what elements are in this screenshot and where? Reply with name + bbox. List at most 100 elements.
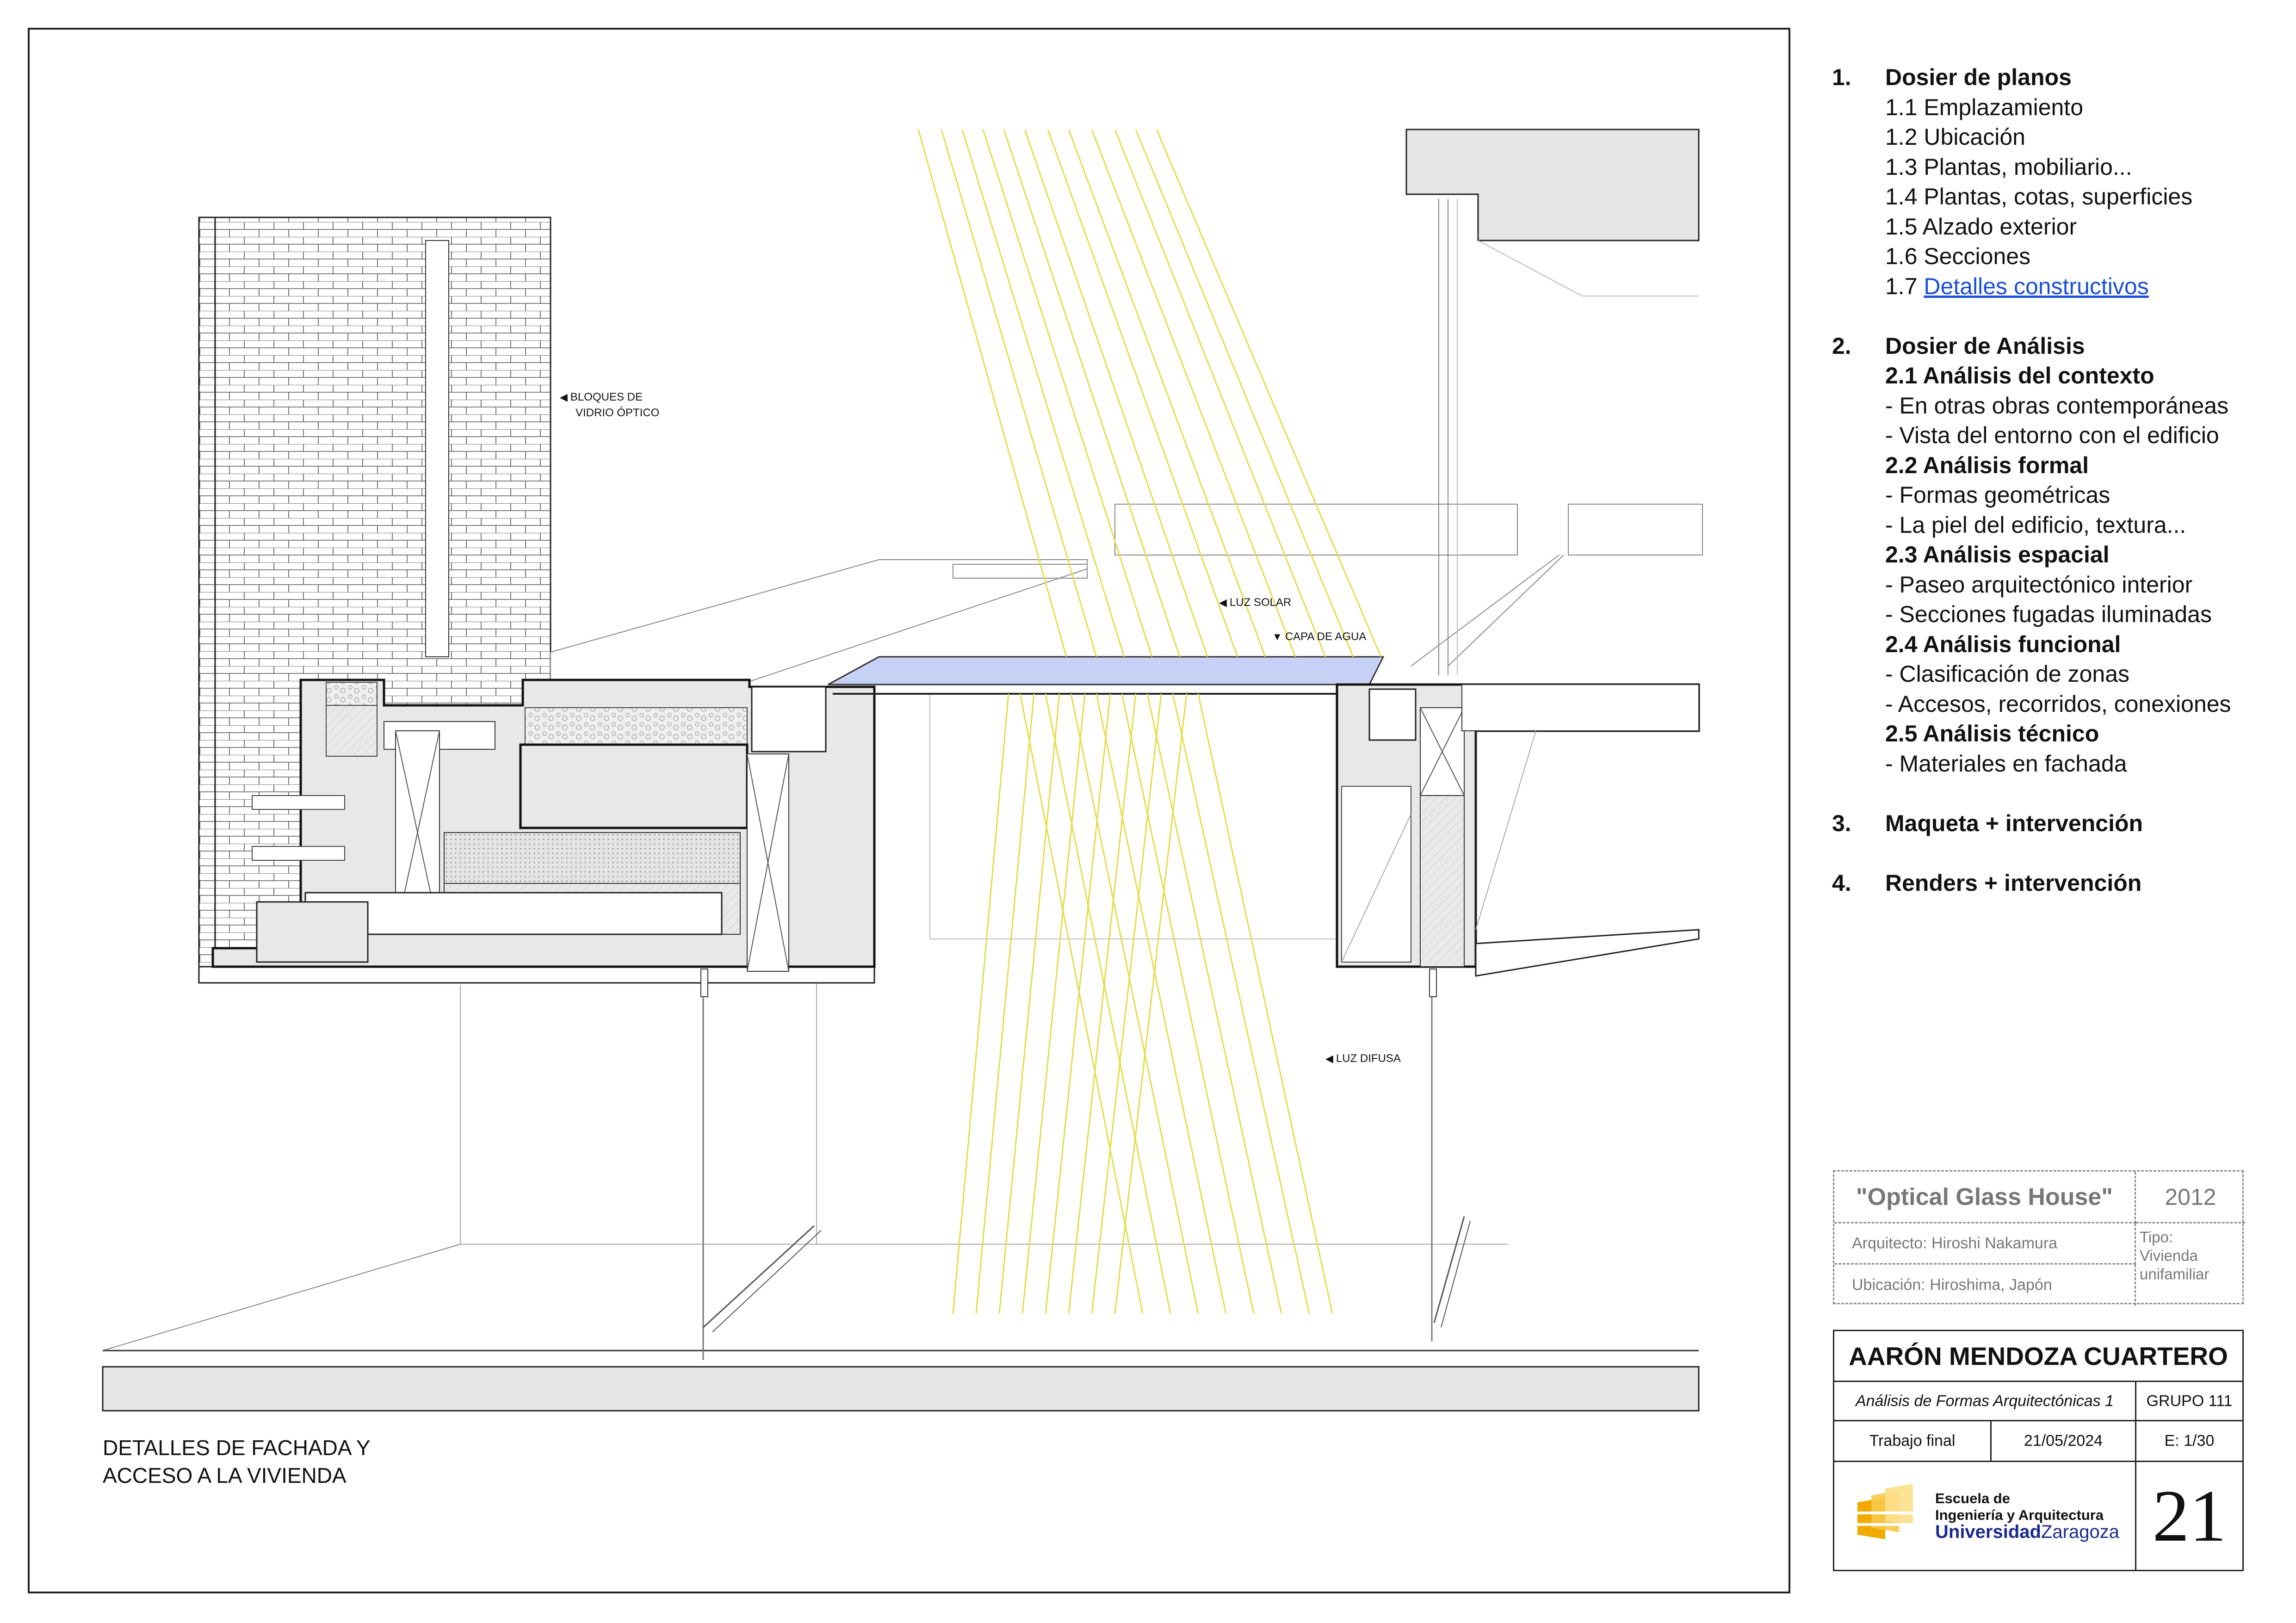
course-name: Análisis de Formas Arquitectónicas 1 [1834, 1382, 2136, 1421]
toc-subtitle: 2.1 Análisis del contexto [1885, 363, 2154, 389]
toc-item: 1.6 Secciones [1885, 243, 2031, 269]
toc-item-current: 1.7 Detalles constructivos [1885, 272, 2267, 302]
page-number: 21 [2152, 1475, 2227, 1557]
light-rays [917, 129, 1382, 1314]
toc-item: 1.3 Plantas, mobiliario... [1885, 154, 2132, 180]
toc-item: - Vista del entorno con el edificio [1885, 422, 2219, 448]
diffuse-ray [1095, 693, 1227, 1314]
diffuse-ray [1114, 693, 1188, 1314]
solar-light-text: LUZ SOLAR [1229, 596, 1292, 609]
upper-structure [1405, 129, 1700, 675]
diffuse-ray [1146, 693, 1282, 1314]
water-layer-text: CAPA DE AGUA [1285, 630, 1367, 643]
diffuse-light-text: LUZ DIFUSA [1336, 1052, 1401, 1065]
project-type-value: unifamiliar [2140, 1265, 2209, 1283]
project-type-label: Tipo: [2140, 1228, 2173, 1246]
solar-ray [917, 129, 1067, 657]
toc-number: 3. [1832, 810, 1851, 836]
toc-title: Dosier de Análisis [1885, 333, 2085, 359]
toc-number: 1. [1832, 64, 1851, 90]
ground-plane [102, 694, 1700, 1412]
toc-subtitle: 2.2 Análisis formal [1885, 452, 2089, 478]
solar-ray [961, 129, 1125, 657]
project-info-box: "Optical Glass House" 2012 Arquitecto: H… [1833, 1170, 2245, 1306]
diffuse-ray [1121, 693, 1255, 1314]
toc-section-2: 2. Dosier de Análisis 2.1 Análisis del c… [1832, 331, 2267, 779]
diffuse-ray [1070, 693, 1199, 1314]
label-water-layer: ▼CAPA DE AGUA [1272, 629, 1366, 645]
solar-ray [1068, 129, 1266, 657]
diffuse-ray [1019, 693, 1144, 1314]
toc-item: 1.4 Plantas, cotas, superficies [1885, 184, 2193, 210]
school-name-line1: Escuela de [1935, 1490, 2010, 1506]
toc-item: 1.5 Alzado exterior [1885, 213, 2077, 240]
solar-ray [1091, 129, 1296, 657]
toc-item: - La piel del edificio, textura... [1885, 512, 2186, 538]
toc-number: 4. [1832, 870, 1851, 896]
diffuse-ray [952, 693, 1009, 1314]
project-type-value: Vivienda [2140, 1247, 2198, 1264]
diffuse-ray [1045, 693, 1111, 1314]
solar-ray [1156, 129, 1382, 657]
solar-ray [1003, 129, 1181, 657]
label-glass-blocks: ◀BLOQUES DE VIDRIO ÓPTICO [560, 389, 659, 421]
university-name: Universidad [1935, 1522, 2041, 1542]
toc-item: - Clasificación de zonas [1885, 661, 2130, 687]
toc-item: - Secciones fugadas iluminadas [1885, 601, 2212, 627]
toc-title: Maqueta + intervención [1885, 810, 2143, 836]
diffuse-ray [1197, 693, 1333, 1314]
caption-line1: DETALLES DE FACHADA Y [103, 1436, 371, 1460]
toc-item: - Accesos, recorridos, conexiones [1885, 691, 2231, 717]
project-location: Ubicación: Hiroshima, Japón [1834, 1265, 2136, 1306]
eina-logo-icon [1857, 1483, 1913, 1539]
toc-subtitle: 2.4 Análisis funcional [1885, 631, 2121, 657]
glass-blocks-line1: BLOQUES DE [570, 391, 643, 403]
glass-blocks-line2: VIDRIO ÓPTICO [576, 407, 660, 419]
caption-line2: ACCESO A LA VIVIENDA [103, 1463, 347, 1487]
project-name: "Optical Glass House" [1834, 1172, 2136, 1223]
solar-ray [1135, 129, 1354, 657]
project-type: Tipo: Vivienda unifamiliar [2140, 1228, 2241, 1284]
diffuse-ray [1045, 693, 1171, 1314]
label-solar-light: ◀LUZ SOLAR [1219, 595, 1291, 611]
diffuse-ray [1091, 693, 1162, 1314]
toc-item: - Paseo arquitectónico interior [1885, 571, 2193, 598]
author-name: AARÓN MENDOZA CUARTERO [1834, 1331, 2242, 1382]
toc-item: - En otras obras contemporáneas [1885, 392, 2229, 419]
toc-title: Renders + intervención [1885, 870, 2142, 896]
arrow-left-icon: ◀ [1325, 1053, 1333, 1064]
diffuse-ray [975, 693, 1035, 1314]
toc-section-1: 1. Dosier de planos 1.1 Emplazamiento 1.… [1832, 62, 2267, 301]
toc-item-prefix: 1.7 [1885, 273, 1924, 299]
delivery-date: 21/05/2024 [1992, 1421, 2136, 1462]
diffuse-ray [1172, 693, 1310, 1314]
project-year: 2012 [2136, 1172, 2245, 1223]
toc-subtitle: 2.5 Análisis técnico [1885, 721, 2099, 747]
arrow-left-icon: ◀ [1219, 597, 1227, 608]
sheet-frame [28, 28, 1790, 1593]
detalles-constructivos-link[interactable]: Detalles constructivos [1924, 273, 2149, 299]
diffuse-ray [998, 693, 1060, 1314]
solar-ray [982, 129, 1153, 657]
drawing-caption: DETALLES DE FACHADA Y ACCESO A LA VIVIEN… [103, 1434, 371, 1489]
solar-ray [1047, 129, 1238, 657]
group-number: GRUPO 111 [2136, 1382, 2242, 1421]
diffuse-ray [1068, 693, 1137, 1314]
arrow-down-icon: ▼ [1272, 631, 1282, 642]
toc-item: - Formas geométricas [1885, 482, 2110, 508]
toc-number: 2. [1832, 333, 1851, 359]
university-city: Zaragoza [2041, 1522, 2119, 1542]
project-architect: Arquitecto: Hiroshi Nakamura [1834, 1223, 2136, 1265]
right-section [1336, 683, 1700, 997]
solar-ray [941, 129, 1097, 657]
diffuse-ray [1021, 693, 1086, 1314]
toc-item: 1.2 Ubicación [1885, 124, 2025, 150]
toc-item: - Materiales en fachada [1885, 750, 2127, 777]
university-logo: Escuela de Ingeniería y Arquitectura Uni… [1834, 1462, 2136, 1570]
toc-section-4: 4. Renders + intervención [1832, 868, 2267, 898]
solar-ray [1114, 129, 1326, 657]
title-block: AARÓN MENDOZA CUARTERO Análisis de Forma… [1833, 1330, 2244, 1571]
drawing-scale: E: 1/30 [2136, 1421, 2242, 1462]
solar-ray [1024, 129, 1208, 657]
